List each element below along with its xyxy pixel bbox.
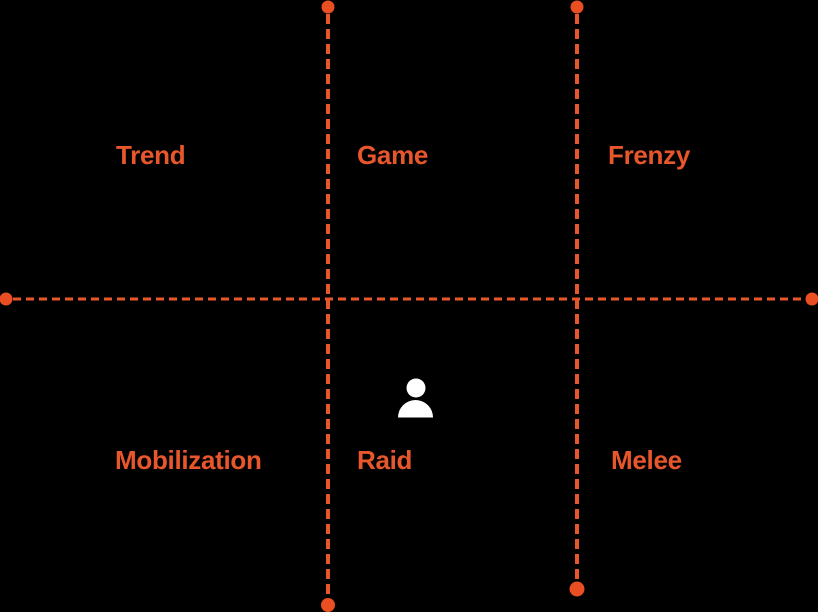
person-icon — [398, 378, 433, 418]
axis-endpoint-dot-top-right-line — [570, 0, 584, 14]
axis-endpoint-dot-bottom-left-line — [321, 598, 335, 612]
label-trend: Trend — [116, 140, 186, 170]
label-melee: Melee — [611, 445, 682, 475]
label-mobilization: Mobilization — [115, 445, 262, 475]
label-frenzy: Frenzy — [608, 140, 691, 170]
axis-endpoint-dot-right — [805, 292, 818, 306]
axis-endpoint-dot-left — [0, 292, 13, 306]
label-game: Game — [357, 140, 429, 170]
axis-endpoint-dot-bottom-right-line — [569, 581, 585, 597]
axis-endpoint-dot-top-left-line — [321, 0, 335, 14]
label-raid: Raid — [357, 445, 413, 475]
